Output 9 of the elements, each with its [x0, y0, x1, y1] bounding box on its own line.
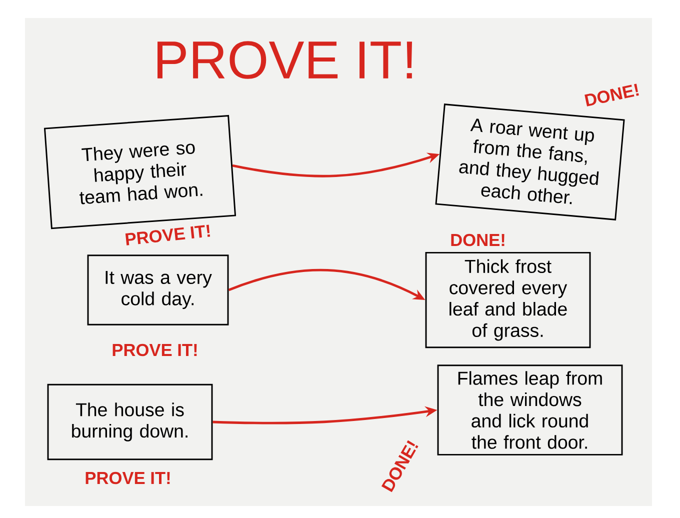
- text-box: Thick frost covered every leaf and blade of grass.: [425, 252, 591, 348]
- stamp-label: DONE!: [584, 84, 639, 106]
- text-box: The house is burning down.: [47, 384, 213, 460]
- stamp-label: DONE!: [451, 234, 504, 246]
- title: PROVE IT!: [158, 41, 412, 79]
- text-box: It was a very cold day.: [87, 254, 229, 326]
- stamp-label: PROVE IT!: [86, 472, 170, 484]
- text-box: Flames leap from the windows and lick round the front door.: [437, 364, 623, 456]
- stamp-label: PROVE IT!: [112, 344, 197, 356]
